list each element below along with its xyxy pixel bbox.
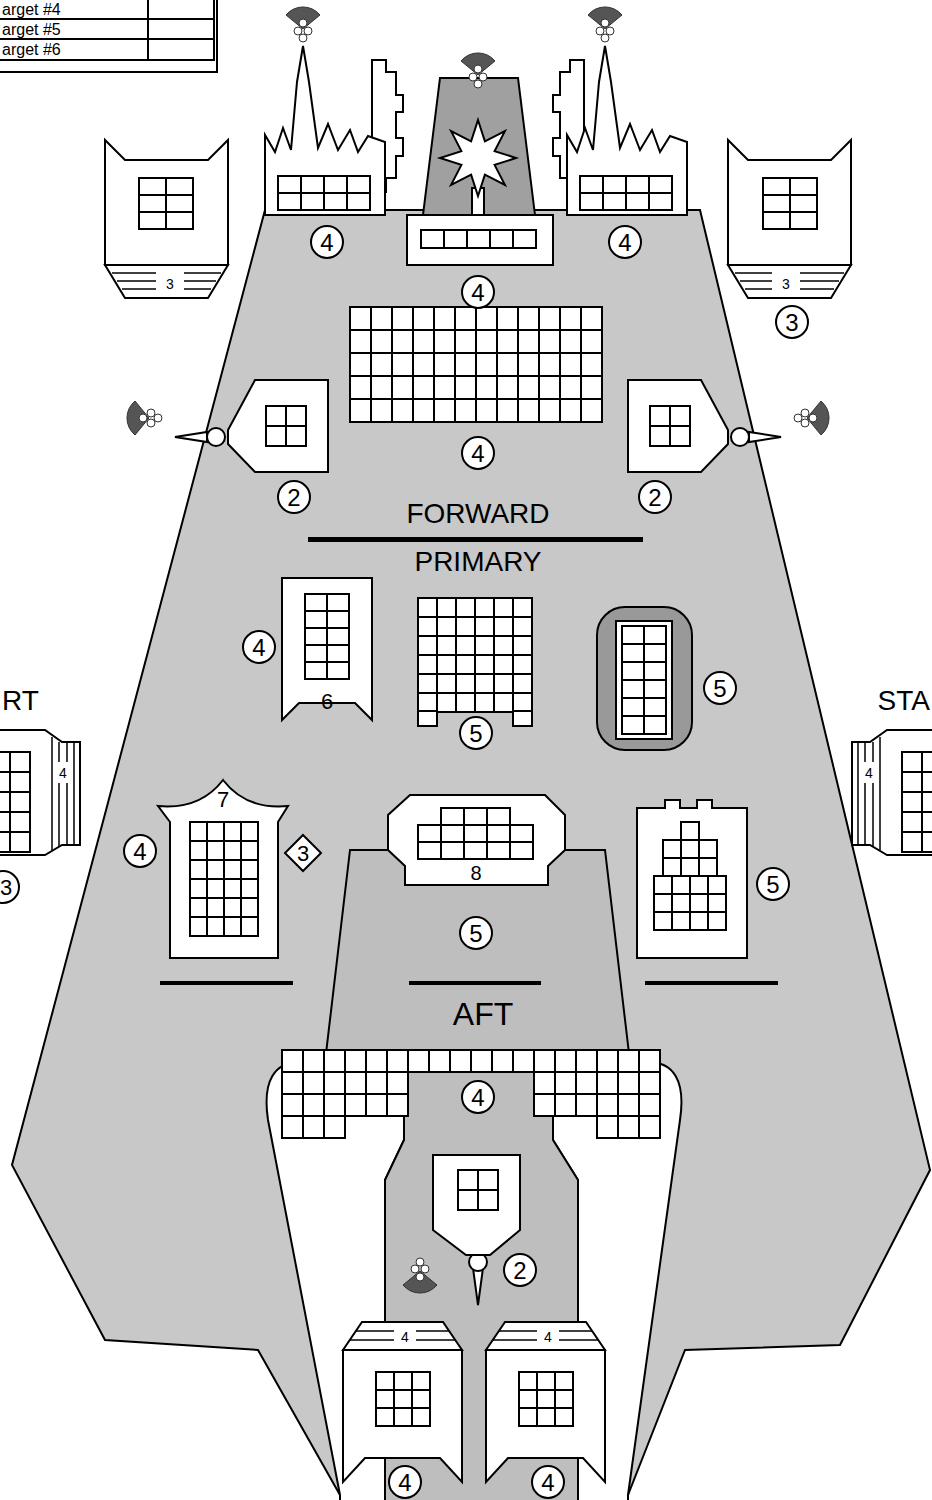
- aft-battery: [282, 1050, 660, 1138]
- callout-number: 3: [785, 311, 798, 335]
- callout-number: 2: [648, 486, 661, 510]
- forward-battery: [350, 307, 602, 422]
- callout-number: 5: [766, 873, 779, 897]
- callout-number: 5: [469, 922, 482, 946]
- callout-number: 4: [541, 1471, 554, 1495]
- callout-number: 5: [469, 722, 482, 746]
- callout-number: 4: [471, 442, 484, 466]
- callout-number: 4: [320, 231, 333, 255]
- section-name: RT: [2, 687, 39, 715]
- section-lines: [160, 981, 778, 985]
- hull: [12, 210, 930, 1500]
- box-value: 4: [865, 766, 873, 780]
- callout-number: 2: [513, 1259, 526, 1283]
- callout-number: 4: [398, 1471, 411, 1495]
- callout-number: 4: [471, 1086, 484, 1110]
- callout-number: 3: [0, 877, 12, 899]
- forward-weapons: [265, 7, 687, 265]
- callout-circles: [124, 226, 789, 1498]
- box-value: 3: [782, 277, 790, 291]
- table-cell: arget #4: [2, 2, 61, 18]
- primary-systems: [158, 578, 747, 958]
- callout-number: 5: [713, 677, 726, 701]
- section-name: STA: [878, 687, 930, 715]
- callout-number: 4: [471, 281, 484, 305]
- callout-number: 4: [133, 840, 146, 864]
- box-value: 4: [59, 766, 67, 780]
- callout-number: 3: [297, 843, 309, 865]
- broadside-boxes: [0, 730, 932, 903]
- callout-number: 4: [252, 636, 265, 660]
- section-name: AFT: [453, 998, 513, 1030]
- box-value: 6: [321, 691, 333, 713]
- table-cell: arget #6: [2, 42, 61, 58]
- aft-turret: [403, 1155, 520, 1305]
- box-value: 4: [544, 1330, 552, 1344]
- box-value: 3: [166, 277, 174, 291]
- box-value: 8: [470, 863, 481, 883]
- target-table: [0, 0, 217, 72]
- callout-number: 2: [287, 486, 300, 510]
- section-name: PRIMARY: [414, 548, 541, 576]
- side-boxes: [105, 140, 851, 338]
- section-line: [308, 537, 643, 542]
- table-cell: arget #5: [2, 22, 61, 38]
- box-value: 4: [401, 1330, 409, 1344]
- side-turrets: [127, 380, 829, 472]
- callout-number: 4: [618, 231, 631, 255]
- aft-boxes: [343, 1322, 605, 1482]
- section-name: FORWARD: [406, 500, 549, 528]
- box-value: 7: [217, 789, 229, 811]
